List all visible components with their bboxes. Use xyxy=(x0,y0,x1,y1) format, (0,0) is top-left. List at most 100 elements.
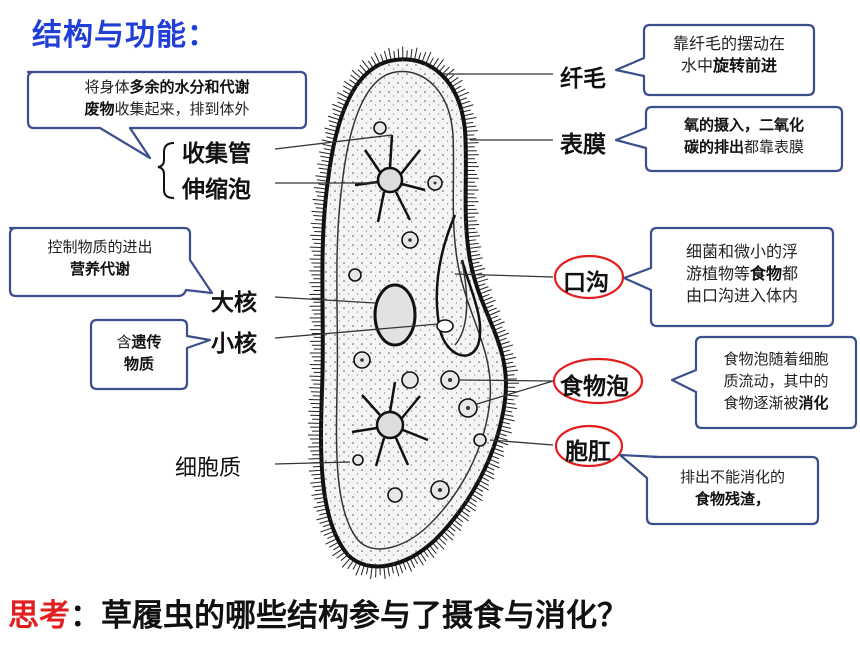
cilium xyxy=(311,210,325,213)
cilium xyxy=(309,469,323,472)
cilium xyxy=(444,68,455,78)
cilium xyxy=(451,79,463,88)
cilium xyxy=(468,246,482,249)
callout-anal-pore-line2: 食物残渣， xyxy=(694,490,770,508)
callout-pellicle-line2a: 碳的排出 xyxy=(683,138,744,156)
cilium xyxy=(495,440,509,446)
callout-bubble-waste xyxy=(26,70,308,160)
cilium xyxy=(341,557,352,568)
contractile-vacuole-top xyxy=(354,134,426,223)
cilium xyxy=(337,92,350,99)
cilium xyxy=(309,387,323,389)
cilium xyxy=(361,60,371,71)
cilium xyxy=(413,47,418,61)
contractile-vacuole-bottom xyxy=(351,381,429,467)
cilium xyxy=(466,235,480,238)
label-anal-pore: 胞肛 xyxy=(565,439,611,465)
callout-macronucleus-text: 控制物质的进出 营养代谢 xyxy=(12,236,188,280)
cilium xyxy=(383,566,386,580)
cilium xyxy=(456,91,470,98)
cilium xyxy=(316,516,330,521)
pointer-lines xyxy=(274,73,554,465)
cilium xyxy=(503,406,517,410)
cilium xyxy=(416,553,424,566)
label-bracket xyxy=(157,142,175,199)
cilium xyxy=(483,299,496,306)
label-oral-groove: 口沟 xyxy=(563,270,609,296)
cilium xyxy=(311,493,325,496)
callout-oral-groove-text: 细菌和微小的浮 游植物等食物都 由口沟进入体内 xyxy=(653,241,831,307)
callout-bubble-macronucleus xyxy=(8,226,214,298)
cilium xyxy=(317,163,331,167)
callout-macronucleus-line1: 控制物质的进出 xyxy=(47,238,153,256)
label-cytoplasm: 细胞质 xyxy=(175,456,242,481)
callout-waste-line1a: 将身体 xyxy=(84,78,130,96)
cilium xyxy=(472,267,486,273)
cilium xyxy=(492,321,505,328)
cilium xyxy=(327,115,341,121)
label-macronucleus: 大核 xyxy=(211,290,257,316)
cilium xyxy=(310,222,324,225)
cilium xyxy=(370,566,373,580)
cilium xyxy=(505,369,519,373)
callout-cilia-line2a: 水中 xyxy=(680,56,713,75)
cilium xyxy=(325,538,338,545)
callout-cilia-line2b: 旋转前进 xyxy=(713,56,778,75)
cilium xyxy=(469,257,483,261)
cilium xyxy=(425,51,432,65)
callout-bubble-cilia xyxy=(614,23,816,97)
callout-cilia-text: 靠纤毛的摆动在 水中旋转前进 xyxy=(646,33,812,77)
cilium xyxy=(374,52,381,65)
callout-cilia-line1: 靠纤毛的摆动在 xyxy=(672,34,785,53)
callout-food-vacuole-line1: 食物泡随着细胞 xyxy=(723,350,829,368)
cilium xyxy=(388,47,392,61)
cilium xyxy=(332,103,345,110)
cilium xyxy=(491,451,505,457)
label-micronucleus: 小核 xyxy=(211,331,257,357)
label-contractile-vacuole: 伸缩泡 xyxy=(182,177,251,203)
callout-oral-groove-line2a: 游植物等 xyxy=(685,264,750,283)
question-body: ：草履虫的哪些结构参与了摄食与消化？ xyxy=(70,598,628,634)
cilium xyxy=(405,559,413,572)
highlight-anal-pore xyxy=(554,424,624,468)
label-pellicle: 表膜 xyxy=(560,132,606,158)
highlight-oral-groove xyxy=(553,254,625,300)
cilium xyxy=(315,175,329,178)
cilium xyxy=(320,527,333,533)
callout-macronucleus-line2: 营养代谢 xyxy=(69,260,130,278)
cilium xyxy=(465,130,479,132)
cilium xyxy=(425,547,435,559)
question-text: 思考：草履虫的哪些结构参与了摄食与消化？ xyxy=(8,590,628,635)
cilium xyxy=(466,223,480,226)
cilium xyxy=(394,563,400,577)
cilium xyxy=(435,59,444,71)
cilium xyxy=(450,522,462,532)
cilium xyxy=(503,356,517,361)
cilium xyxy=(487,310,501,317)
callout-waste-text: 将身体多余的水分和代谢 废物收集起来，排到体外 xyxy=(30,76,304,120)
cilium xyxy=(319,151,333,155)
callout-anal-pore-text: 排出不能消化的 食物残渣， xyxy=(649,466,816,510)
cilium xyxy=(312,198,326,202)
callout-pellicle-line1: 氧的摄入，二氧化 xyxy=(683,116,804,134)
callout-food-vacuole-line3a: 食物逐渐被 xyxy=(723,394,799,412)
cilium xyxy=(499,429,512,434)
cilium xyxy=(471,493,483,502)
cilium xyxy=(464,503,476,512)
cilium xyxy=(343,80,356,89)
cilium xyxy=(324,127,338,132)
callout-bubble-oral-groove xyxy=(622,226,835,328)
cilium xyxy=(476,483,489,491)
callout-food-vacuole-text: 食物泡随着细胞 质流动，其中的 食物逐渐被消化 xyxy=(698,348,854,414)
cilium xyxy=(434,539,445,550)
cilium xyxy=(501,417,515,422)
callout-waste-line2b: 收集起来，排到体外 xyxy=(114,100,250,118)
callout-anal-pore-line1: 排出不能消化的 xyxy=(679,468,785,486)
label-collecting-tube: 收集管 xyxy=(182,141,251,167)
cilium xyxy=(313,504,327,509)
callout-micronucleus-line1a: 含 xyxy=(116,333,132,351)
callout-waste-line1b: 多余的水分和代谢 xyxy=(129,78,250,96)
cilium xyxy=(310,234,324,237)
